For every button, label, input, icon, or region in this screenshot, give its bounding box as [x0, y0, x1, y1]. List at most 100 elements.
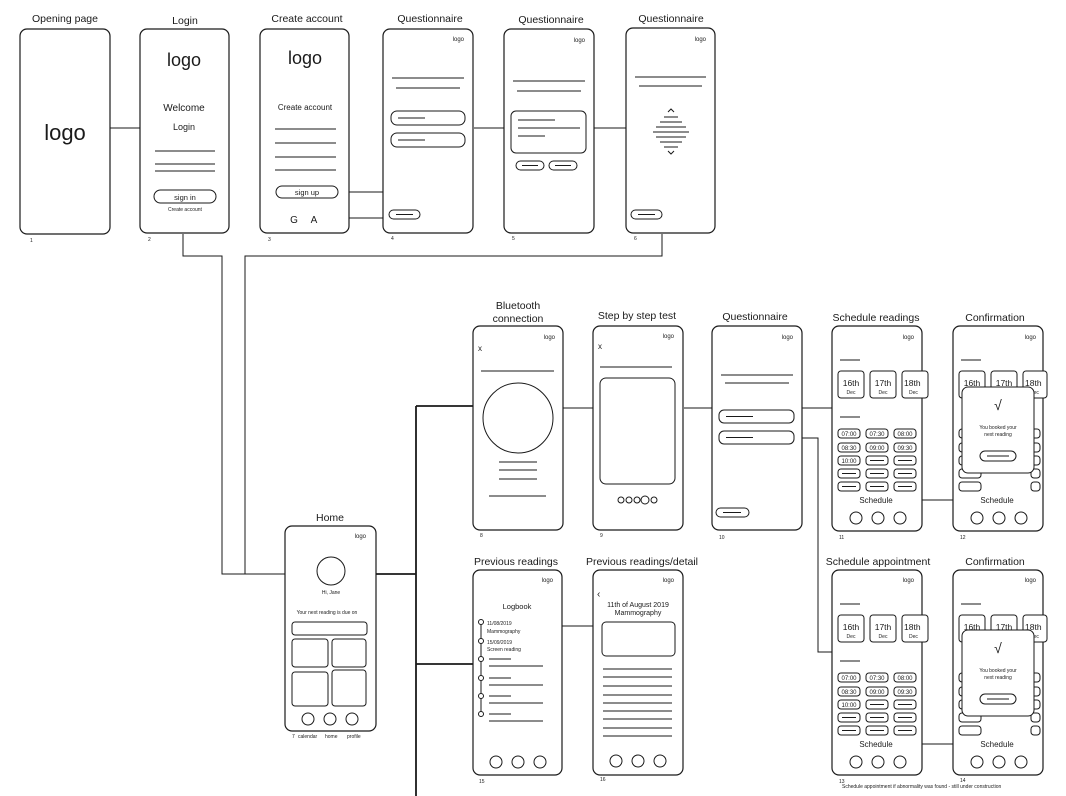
date-chip[interactable]: [837, 614, 865, 643]
pager-dot[interactable]: [650, 496, 658, 504]
answer-option[interactable]: [390, 132, 466, 148]
calendar-icon[interactable]: [301, 712, 315, 726]
time-slot[interactable]: [837, 442, 861, 453]
logo: logo: [782, 335, 794, 341]
time-slot[interactable]: [865, 442, 889, 453]
profile-icon[interactable]: [345, 712, 359, 726]
date-chip[interactable]: [837, 370, 865, 399]
profile-icon[interactable]: [1014, 511, 1028, 525]
entry-type: Screen reading: [487, 647, 521, 653]
time-label: 10:00: [841, 703, 857, 709]
date-chip[interactable]: [869, 370, 897, 399]
sign-in-button[interactable]: [153, 189, 217, 204]
time-slot[interactable]: [837, 686, 861, 697]
home-icon[interactable]: [511, 755, 525, 769]
home-tile[interactable]: [291, 638, 329, 668]
answer-option[interactable]: [390, 110, 466, 126]
answer-option[interactable]: [718, 409, 795, 424]
close-icon[interactable]: x: [478, 344, 482, 353]
profile-icon[interactable]: [1014, 755, 1028, 769]
timeline-node[interactable]: [478, 638, 484, 644]
bluetooth-device-circle[interactable]: [482, 382, 554, 454]
home-icon[interactable]: [631, 754, 645, 768]
date-day: 18th: [904, 378, 921, 388]
time-slot[interactable]: [837, 455, 861, 466]
date-chip[interactable]: [869, 614, 897, 643]
profile-icon[interactable]: [893, 755, 907, 769]
time-label: 08:00: [897, 432, 913, 438]
home-icon[interactable]: [992, 755, 1006, 769]
home-tile[interactable]: [331, 669, 367, 707]
next-reading-card[interactable]: [291, 621, 368, 636]
time-slot[interactable]: [837, 672, 861, 683]
pager-dot[interactable]: [617, 496, 625, 504]
home-icon[interactable]: [871, 755, 885, 769]
screen-opening-page: logo 1: [19, 28, 111, 244]
back-icon[interactable]: ‹: [597, 589, 600, 600]
date-chip[interactable]: [901, 614, 929, 643]
schedule-button[interactable]: Schedule: [980, 740, 1014, 749]
time-slot[interactable]: [893, 442, 917, 453]
screen-number: 16: [600, 777, 606, 783]
date-chip[interactable]: [901, 370, 929, 399]
pager-dot[interactable]: [625, 496, 633, 504]
date-day: 18th: [1025, 378, 1042, 388]
welcome-text: Welcome: [163, 103, 205, 114]
answer-option[interactable]: [718, 430, 795, 445]
profile-icon[interactable]: [893, 511, 907, 525]
avatar[interactable]: [316, 556, 346, 586]
screen-number: 5: [512, 236, 515, 242]
home-tile[interactable]: [331, 638, 367, 668]
home-icon[interactable]: [323, 712, 337, 726]
calendar-icon[interactable]: [970, 755, 984, 769]
reading-image[interactable]: [601, 621, 676, 657]
title-bluetooth-2: connection: [493, 313, 544, 325]
time-slot[interactable]: [837, 699, 861, 710]
calendar-icon[interactable]: [849, 511, 863, 525]
pager-dot[interactable]: [633, 496, 641, 504]
timeline-node[interactable]: [478, 693, 484, 699]
create-account-link[interactable]: Create account: [168, 207, 203, 213]
schedule-button[interactable]: Schedule: [859, 740, 893, 749]
answer-box[interactable]: [510, 110, 587, 154]
screen-questionnaire-4: logo 4: [382, 28, 474, 242]
time-slot[interactable]: [893, 428, 917, 439]
home-tile[interactable]: [291, 671, 329, 707]
screen-create-account: logo Create account sign up G A 3: [259, 28, 350, 243]
home-icon[interactable]: [992, 511, 1006, 525]
apple-option[interactable]: A: [311, 215, 318, 226]
close-icon[interactable]: x: [598, 342, 602, 351]
home-icon[interactable]: [871, 511, 885, 525]
calendar-icon[interactable]: [849, 755, 863, 769]
time-slot[interactable]: [837, 428, 861, 439]
google-option[interactable]: G: [290, 215, 298, 226]
timeline-node[interactable]: [478, 656, 484, 662]
screen-step-by-step-test: x logo 9: [592, 325, 684, 539]
timeline-node[interactable]: [478, 675, 484, 681]
time-slot[interactable]: [865, 672, 889, 683]
date-month: Dec: [879, 634, 888, 640]
pager-dot-active[interactable]: [640, 495, 650, 505]
sign-up-button[interactable]: [275, 185, 339, 199]
title-create-account: Create account: [271, 13, 342, 25]
time-slot[interactable]: [893, 672, 917, 683]
title-questionnaire-10: Questionnaire: [722, 311, 788, 323]
schedule-button[interactable]: Schedule: [859, 496, 893, 505]
time-label: 08:30: [841, 446, 857, 452]
profile-icon[interactable]: [533, 755, 547, 769]
title-questionnaire-4: Questionnaire: [397, 13, 463, 25]
time-slot[interactable]: [865, 428, 889, 439]
time-slot[interactable]: [865, 686, 889, 697]
calendar-icon[interactable]: [609, 754, 623, 768]
calendar-icon[interactable]: [489, 755, 503, 769]
profile-icon[interactable]: [653, 754, 667, 768]
timeline-node[interactable]: [478, 619, 484, 625]
logo-large: logo: [44, 120, 86, 145]
number-scroll-picker[interactable]: [653, 108, 689, 155]
time-slot[interactable]: [893, 686, 917, 697]
timeline-node[interactable]: [478, 711, 484, 717]
screen-titles: Opening page Login Create account Questi…: [32, 13, 1025, 568]
date-day: 17th: [996, 378, 1013, 388]
calendar-icon[interactable]: [970, 511, 984, 525]
schedule-button[interactable]: Schedule: [980, 496, 1014, 505]
